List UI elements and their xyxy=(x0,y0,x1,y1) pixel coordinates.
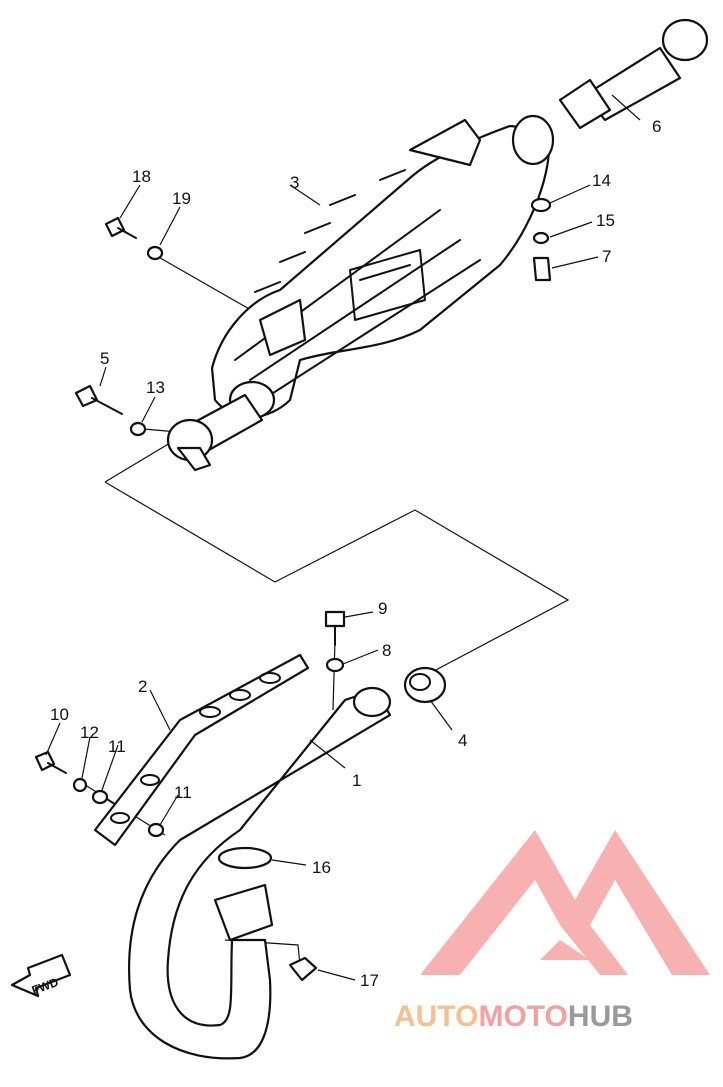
exhaust-pipe xyxy=(128,686,392,1060)
leader-lines xyxy=(45,94,641,981)
callout-6: 6 xyxy=(652,117,661,136)
exhaust-bracket xyxy=(93,653,310,847)
seals xyxy=(217,666,447,870)
watermark-moto: MOTO xyxy=(478,1000,568,1033)
callout-8: 8 xyxy=(382,641,391,660)
callout-11b: 11 xyxy=(174,783,192,802)
callout-1: 1 xyxy=(352,771,361,790)
muffler xyxy=(210,114,555,420)
watermark-auto: AUTO xyxy=(394,1000,479,1033)
callout-4: 4 xyxy=(458,731,467,750)
callout-2: 2 xyxy=(138,677,147,696)
watermark-hub: HUB xyxy=(567,1000,633,1033)
callout-18: 18 xyxy=(132,167,151,186)
fwd-arrow: FWD xyxy=(10,953,72,997)
callout-11a: 11 xyxy=(108,737,126,756)
callout-14: 14 xyxy=(592,171,611,190)
callout-13: 13 xyxy=(146,378,165,397)
watermark-logo xyxy=(420,830,710,975)
callout-15: 15 xyxy=(596,211,615,230)
callout-7: 7 xyxy=(602,247,611,266)
tail-pipe xyxy=(558,18,709,130)
callout-9: 9 xyxy=(378,599,387,618)
callout-17: 17 xyxy=(360,971,379,990)
fasteners xyxy=(34,197,552,982)
callout-19: 19 xyxy=(172,189,191,208)
callout-5: 5 xyxy=(100,349,109,368)
callout-12: 12 xyxy=(80,723,99,742)
callout-labels: 1 2 3 4 5 6 7 8 9 10 11 11 12 13 14 15 1… xyxy=(50,117,661,990)
callout-16: 16 xyxy=(312,858,331,877)
callout-3: 3 xyxy=(290,173,299,192)
watermark-text: AUTOMOTOHUB xyxy=(394,1000,633,1034)
callout-10: 10 xyxy=(50,705,69,724)
muffler-inlet xyxy=(166,393,264,472)
